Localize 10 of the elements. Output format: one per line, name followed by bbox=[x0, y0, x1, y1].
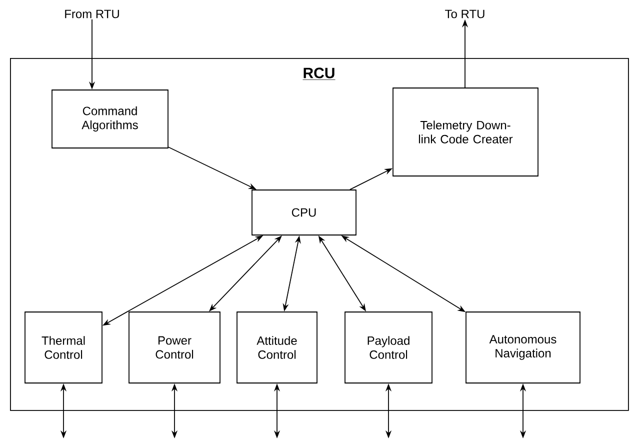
process-box: Attitude Control bbox=[236, 312, 318, 384]
process-box: Telemetry Down-link Code Creater bbox=[392, 88, 538, 176]
process-box: CPU bbox=[252, 190, 356, 236]
process-box: Power Control bbox=[128, 312, 220, 384]
process-box: Thermal Control bbox=[24, 312, 102, 384]
process-box: Payload Control bbox=[344, 312, 432, 384]
source-label: From RTU bbox=[65, 10, 119, 18]
process-box: Command Algorithms bbox=[52, 90, 168, 148]
process-box: Autonomous Navigation bbox=[466, 312, 580, 384]
destination-label: To RTU bbox=[445, 10, 484, 18]
